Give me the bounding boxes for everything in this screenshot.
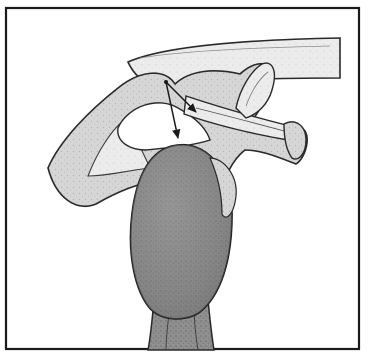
arrow-origin <box>164 80 168 84</box>
